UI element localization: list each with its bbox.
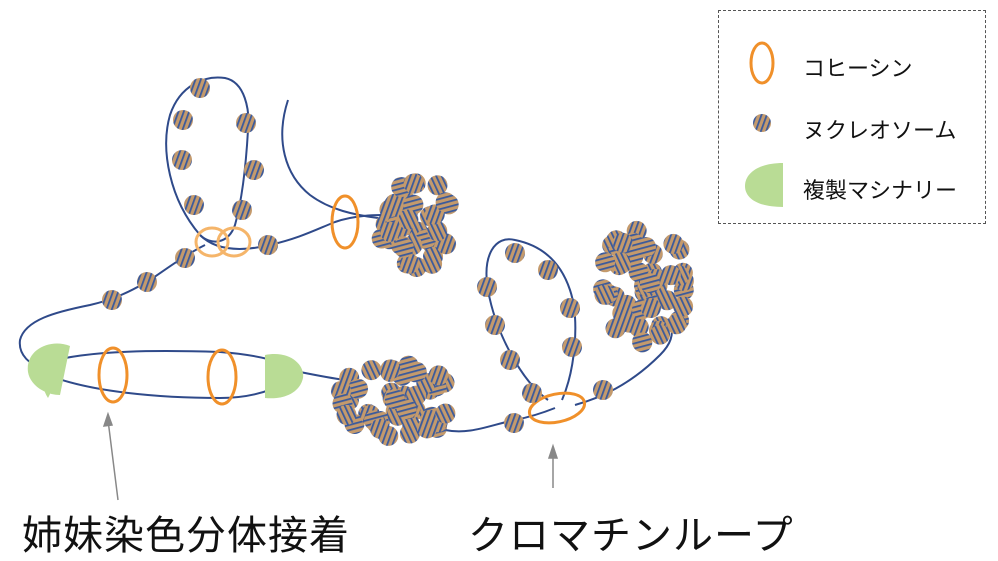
nucleosome: [423, 246, 443, 267]
nucleosome: [594, 284, 615, 305]
nucleosome: [612, 232, 633, 253]
cohesin-icon: [749, 41, 775, 85]
nucleosome: [175, 248, 195, 268]
cohesin-ring: [97, 346, 129, 404]
nucleosome: [666, 314, 687, 335]
legend-item-replication-machinery: 複製マシナリー: [719, 161, 987, 211]
pointer-arrows: [102, 411, 559, 501]
nucleosome: [173, 110, 193, 130]
replication-machinery: [27, 343, 304, 399]
replication-fork-right: [265, 354, 304, 399]
nucleosome: [232, 200, 252, 220]
nucleosome: [593, 380, 613, 400]
nucleosome: [610, 252, 631, 273]
nucleosome-icon: [753, 114, 771, 132]
chromatin-cluster-middle: [331, 355, 456, 446]
pointer-arrowhead-cohesion: [102, 411, 114, 427]
nucleosome: [403, 173, 424, 194]
nucleosome: [102, 290, 122, 310]
nucleosome: [650, 324, 671, 345]
nucleosome: [244, 160, 264, 180]
nucleosome: [560, 298, 580, 318]
nucleosome: [505, 243, 525, 263]
nucleosome: [393, 237, 414, 258]
caption-sister-chromatid-cohesion: 姉妹染色分体接着: [22, 513, 350, 559]
nucleosome: [660, 265, 681, 286]
dna-strand-right-loop: [485, 238, 577, 401]
dna-strand-top-loop: [165, 76, 250, 243]
nucleosome: [258, 235, 278, 255]
dna-strand-middle: [299, 371, 346, 381]
nucleosome: [399, 253, 420, 274]
nucleosome: [378, 425, 399, 446]
nucleosome: [427, 221, 448, 242]
dna-strand-upper-branch: [281, 99, 379, 219]
nucleosome: [427, 175, 448, 196]
legend: コヒーシン ヌクレオソーム 複製マシナリー: [718, 10, 986, 224]
nucleosome: [657, 290, 678, 311]
nucleosome: [595, 252, 616, 273]
nucleosomes: [102, 78, 613, 433]
nucleosome: [428, 365, 449, 386]
nucleosome: [562, 337, 582, 357]
cohesin-rings: [97, 194, 587, 425]
caption-chromatin-loop: クロマチンループ: [468, 513, 794, 559]
pointer-arrow-cohesion: [107, 419, 119, 501]
nucleosome: [640, 298, 661, 318]
dna-strand-left-descent: [18, 244, 206, 371]
nucleosome: [639, 273, 660, 294]
legend-label: コヒーシン: [803, 57, 913, 82]
nucleosome: [236, 113, 256, 133]
nucleosome: [405, 362, 426, 383]
nucleosome: [396, 399, 417, 420]
dna-strand-to-loop: [444, 407, 556, 433]
cohesin-ring: [527, 391, 587, 425]
cohesin-ring: [216, 226, 252, 258]
nucleosome: [190, 78, 210, 98]
nucleosome: [348, 378, 368, 399]
nucleosome: [184, 195, 204, 215]
nucleosome: [336, 404, 357, 425]
cohesin-ring: [330, 194, 360, 250]
dna-strand-sister-upper: [47, 350, 301, 373]
nucleosome: [477, 277, 497, 297]
nucleosome: [398, 209, 419, 230]
chromatin-cluster-upper: [371, 173, 459, 277]
legend-item-cohesin: コヒーシン: [719, 39, 987, 89]
cohesin-ring: [206, 348, 238, 406]
nucleosome: [522, 383, 542, 403]
legend-item-nucleosome: ヌクレオソーム: [719, 101, 987, 151]
nucleosome: [636, 237, 656, 257]
legend-label: 複製マシナリー: [803, 179, 958, 204]
nucleosome: [632, 332, 653, 353]
replication-fork-left: [27, 343, 70, 398]
nucleosome: [380, 359, 401, 380]
nucleosome: [380, 221, 400, 242]
pointer-arrowhead-loop: [547, 443, 559, 459]
nucleosome: [435, 403, 456, 424]
nucleosome: [619, 312, 640, 333]
nucleosome: [361, 360, 382, 381]
nucleosome: [538, 260, 558, 280]
nucleosome: [663, 233, 684, 254]
nucleosome: [500, 350, 520, 370]
dna-strand-sister-lower: [47, 371, 301, 400]
nucleosome: [435, 192, 456, 213]
nucleosome: [172, 150, 192, 170]
nucleosome: [402, 417, 422, 438]
nucleosome: [485, 315, 505, 335]
nucleosome: [504, 413, 524, 433]
cohesin-ring: [194, 226, 230, 258]
nucleosome: [384, 193, 405, 214]
chromatin-cluster-right: [593, 220, 694, 353]
nucleosome: [137, 272, 157, 292]
nucleosome: [417, 418, 438, 439]
legend-label: ヌクレオソーム: [803, 119, 957, 144]
dna-strand-right-arm: [574, 319, 673, 406]
replication-machinery-icon: [745, 163, 783, 207]
nucleosome: [673, 296, 694, 317]
